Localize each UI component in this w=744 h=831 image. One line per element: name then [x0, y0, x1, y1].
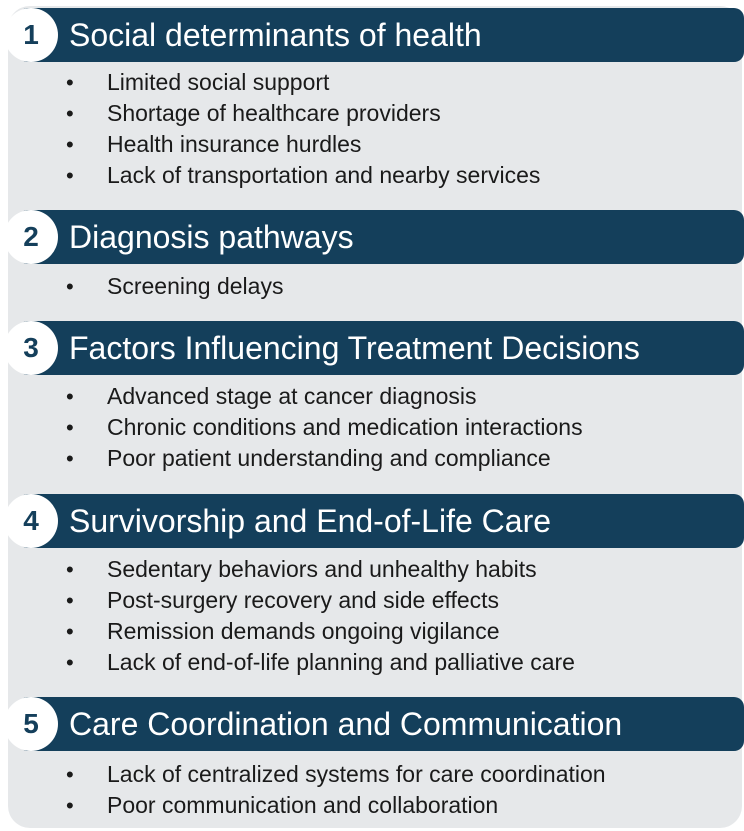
bullet-icon: • [66, 588, 74, 613]
list-item-text: Limited social support [107, 69, 330, 95]
bullet-icon: • [66, 384, 74, 409]
list-item-text: Sedentary behaviors and unhealthy habits [107, 556, 537, 582]
section-3-header [18, 321, 744, 375]
list-item-text: Post-surgery recovery and side effects [107, 587, 500, 613]
section-2-number-badge: 2 [4, 210, 58, 264]
bullet-icon: • [66, 132, 74, 157]
bullet-icon: • [66, 70, 74, 95]
bullet-icon: • [66, 446, 74, 471]
section-2-header [18, 210, 744, 264]
background-panel [8, 6, 742, 828]
list-item-text: Chronic conditions and medication intera… [107, 414, 583, 440]
bullet-icon: • [66, 762, 74, 787]
bullet-icon: • [66, 793, 74, 818]
list-item-text: Lack of centralized systems for care coo… [107, 761, 606, 787]
list-item-text: Remission demands ongoing vigilance [107, 618, 500, 644]
section-5-title: Care Coordination and Communication [69, 706, 623, 742]
list-item-text: Poor patient understanding and complianc… [107, 445, 551, 471]
section-3-number-badge: 3 [4, 321, 58, 375]
section-1-title: Social determinants of health [69, 17, 482, 53]
list-item-text: Lack of transportation and nearby servic… [107, 162, 541, 188]
list-item-text: Poor communication and collaboration [107, 792, 499, 818]
section-3-title: Factors Influencing Treatment Decisions [69, 330, 640, 366]
section-1-number-badge: 1 [4, 8, 58, 62]
list-item-text: Health insurance hurdles [107, 131, 362, 157]
section-2-title: Diagnosis pathways [69, 219, 354, 255]
list-item-text: Shortage of healthcare providers [107, 100, 441, 126]
section-5-number-badge: 5 [4, 697, 58, 751]
bullet-icon: • [66, 557, 74, 582]
section-4-header [18, 494, 744, 548]
list-item-text: Screening delays [107, 273, 284, 299]
section-5-header [18, 697, 744, 751]
bullet-icon: • [66, 619, 74, 644]
bullet-icon: • [66, 101, 74, 126]
list-item-text: Advanced stage at cancer diagnosis [107, 383, 477, 409]
bullet-icon: • [66, 415, 74, 440]
list-item-text: Lack of end-of-life planning and palliat… [107, 649, 575, 675]
bullet-icon: • [66, 163, 74, 188]
bullet-icon: • [66, 274, 74, 299]
section-4-title: Survivorship and End-of-Life Care [69, 503, 552, 539]
section-1-header [18, 8, 744, 62]
section-4-number-badge: 4 [4, 494, 58, 548]
bullet-icon: • [66, 650, 74, 675]
